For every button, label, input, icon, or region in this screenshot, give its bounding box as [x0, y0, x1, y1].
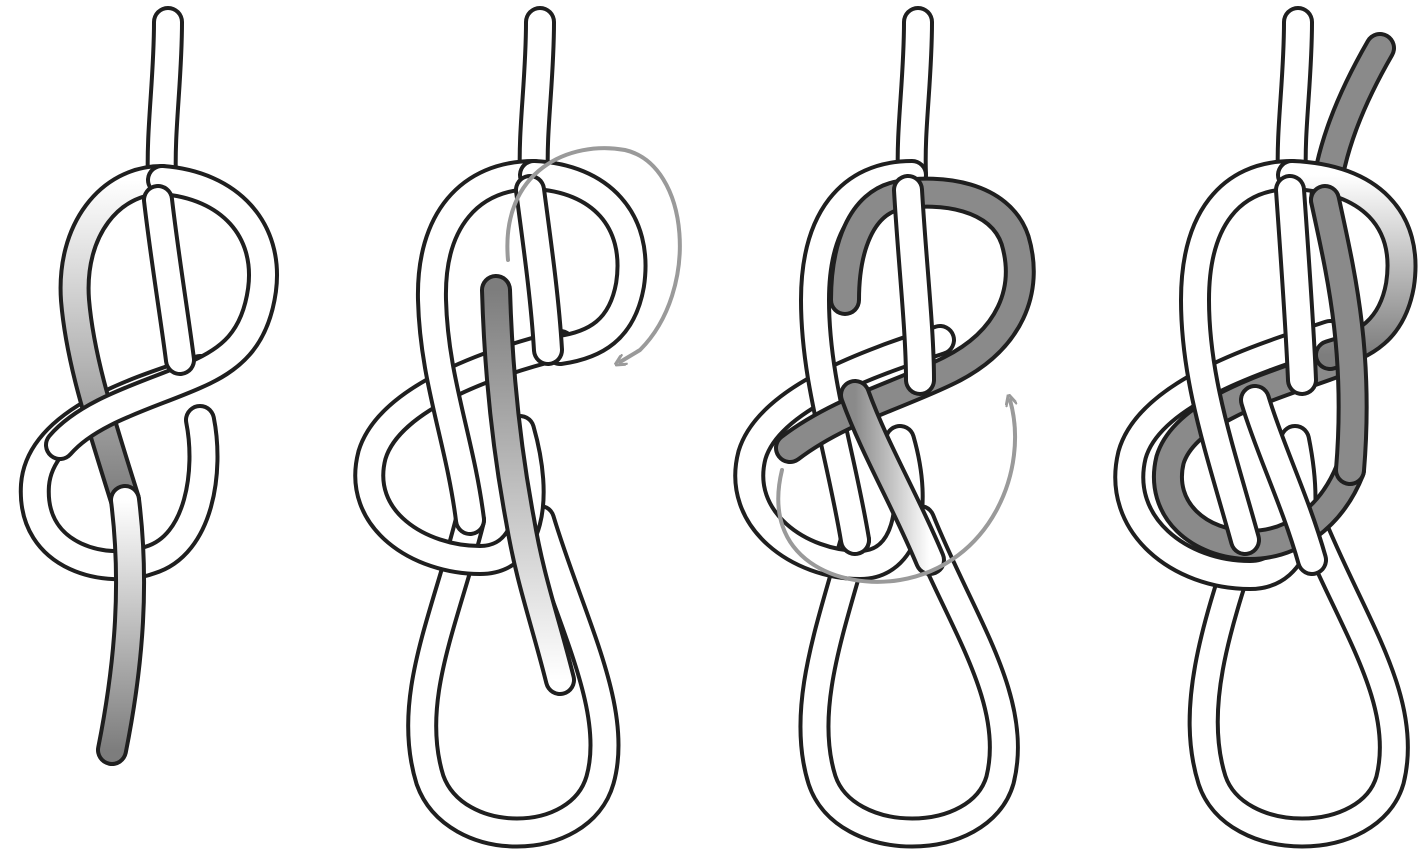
rope-strand-icon [908, 190, 920, 380]
step-1-panel [35, 22, 263, 750]
rope-strand-icon [162, 22, 168, 180]
rope-strand-icon [1292, 22, 1298, 175]
rope-strand-icon [158, 200, 180, 360]
rope-strand-icon [1290, 190, 1302, 380]
step-4-panel [1129, 22, 1401, 833]
step-2-panel [369, 22, 680, 833]
rope-strand-icon [912, 22, 918, 175]
step-3-panel [749, 22, 1020, 833]
rope-strand-icon [534, 22, 540, 175]
rope-working-end [112, 500, 130, 750]
rope-strand-icon [530, 190, 548, 350]
